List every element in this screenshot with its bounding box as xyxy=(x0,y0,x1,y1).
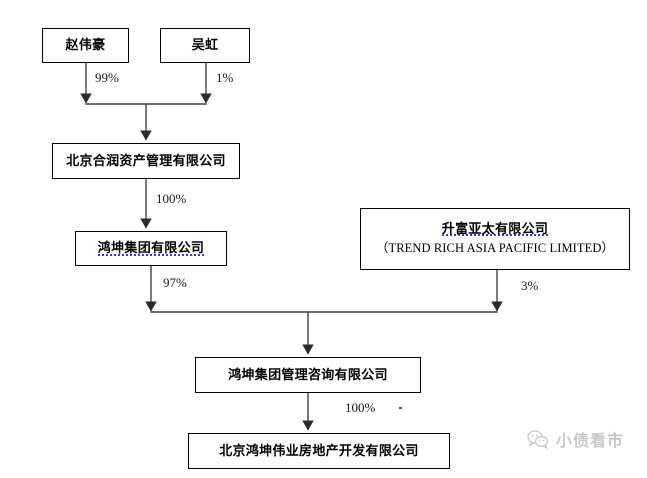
node-hongkun-group: 鸿坤集团有限公司 xyxy=(75,231,227,266)
node-wu-hong: 吴虹 xyxy=(160,28,250,63)
edge-label-99-percent: 99% xyxy=(95,70,119,85)
node-trend-rich-asia-pacific: 升富亚太有限公司 （TREND RICH ASIA PACIFIC LIMITE… xyxy=(360,208,630,270)
watermark: 小债看市 xyxy=(527,427,624,451)
edge-label-100-percent-upper: 100% xyxy=(156,191,187,206)
edge-label-3-percent: 3% xyxy=(521,278,539,293)
node-label-cn: 鸿坤集团管理咨询有限公司 xyxy=(228,366,388,382)
node-beijing-herun-asset-management: 北京合润资产管理有限公司 xyxy=(52,143,240,179)
node-label-cn: 吴虹 xyxy=(191,37,219,53)
node-zhao-weihao: 赵伟豪 xyxy=(42,28,129,63)
stray-artifact-mark xyxy=(399,407,402,409)
edge-label-1-percent: 1% xyxy=(216,70,234,85)
node-label-cn: 鸿坤集团有限公司 xyxy=(97,240,205,257)
node-label-cn: 升富亚太有限公司 xyxy=(441,221,549,238)
edge-label-97-percent: 97% xyxy=(163,275,187,290)
wechat-bubbles-icon xyxy=(527,430,549,449)
watermark-text: 小债看市 xyxy=(556,433,625,450)
node-hongkun-group-management-consulting: 鸿坤集团管理咨询有限公司 xyxy=(195,357,421,393)
node-beijing-hongkun-weiye-real-estate: 北京鸿坤伟业房地产开发有限公司 xyxy=(188,433,450,469)
node-label-cn: 北京合润资产管理有限公司 xyxy=(66,152,226,168)
node-label-cn: 北京鸿坤伟业房地产开发有限公司 xyxy=(219,442,419,458)
node-label-en: （TREND RICH ASIA PACIFIC LIMITED） xyxy=(375,241,615,256)
edge-label-100-percent-lower: 100% xyxy=(345,400,376,415)
node-label-cn: 赵伟豪 xyxy=(65,37,106,53)
